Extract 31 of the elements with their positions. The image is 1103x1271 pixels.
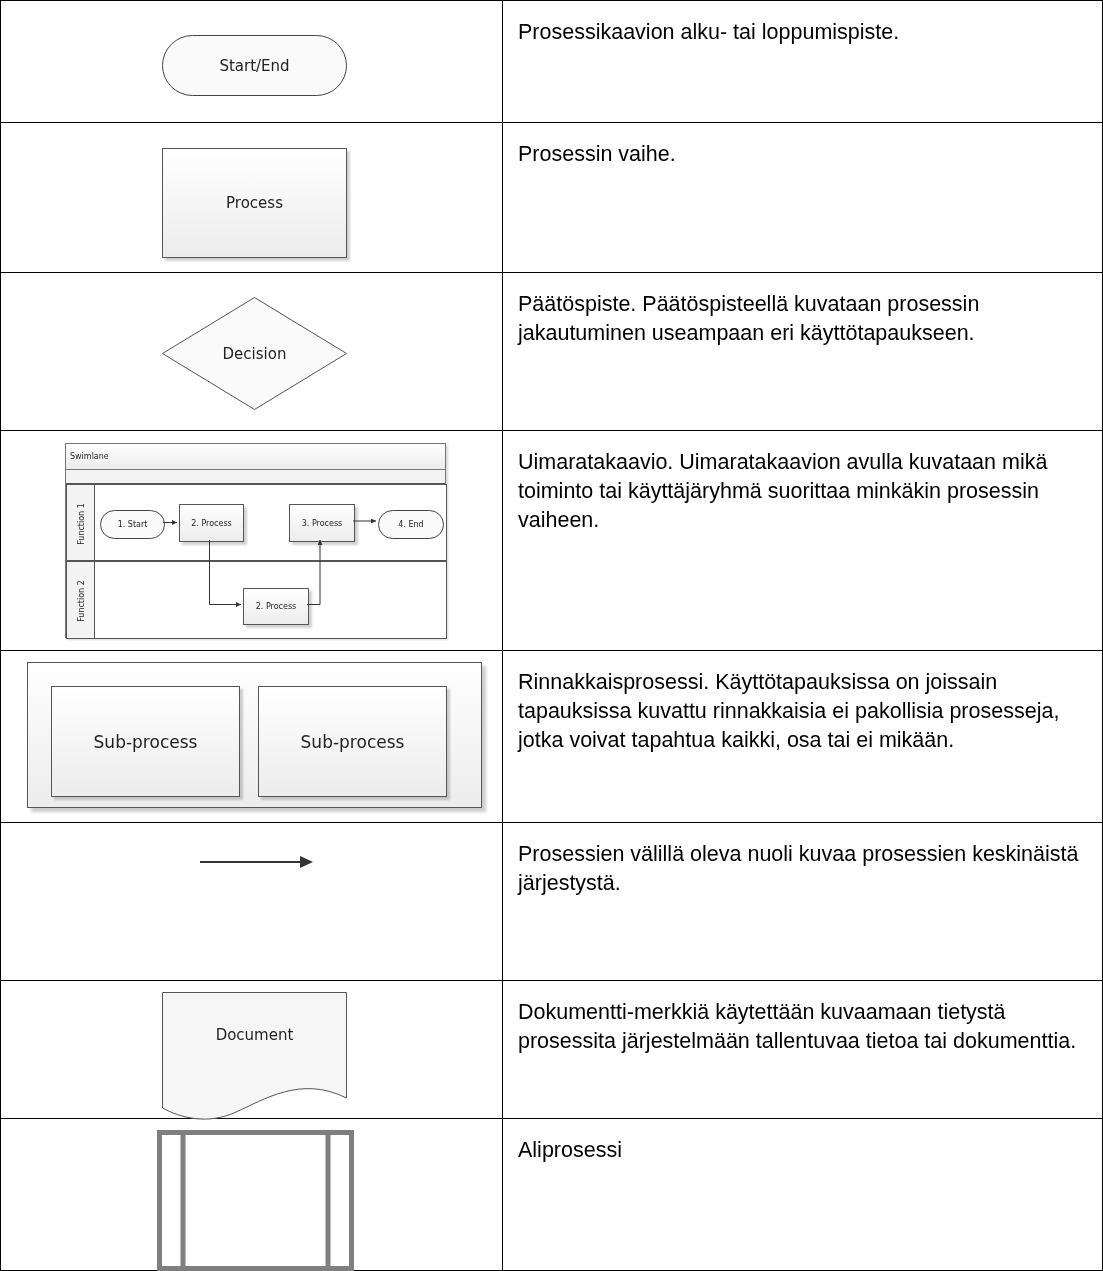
subprocess-box: Sub-process: [258, 686, 447, 797]
swimlane-lane: [66, 561, 447, 639]
swimlane-title: Swimlane: [70, 452, 109, 461]
subprocess-box: Sub-process: [51, 686, 240, 797]
process-box: 2. Process: [243, 588, 309, 625]
connector-arrow: [306, 539, 323, 605]
process-box: 3. Process: [289, 504, 355, 542]
predefined-process-box: [157, 1130, 354, 1271]
process-box: 2. Process: [179, 504, 244, 542]
connector-arrow: [162, 520, 178, 525]
terminator-shape: 1. Start: [100, 510, 165, 539]
parallel-container: [27, 662, 482, 808]
lane-label: Function 2: [76, 580, 86, 622]
decision-diamond: Decision: [162, 297, 347, 410]
connector-arrow: [209, 539, 242, 607]
description-text: Prosessien välillä oleva nuoli kuvaa prosessien keskinäistä järjestystä.: [518, 841, 1080, 897]
description-text: Prosessikaavion alku- tai loppumispiste.: [518, 19, 901, 46]
swimlane-pool: [65, 443, 446, 638]
document-shape: Document: [162, 992, 347, 1120]
description-text: Rinnakkaisprosessi. Käyttötapauksissa on joissain tapauksissa kuvattu rinnakkaisia ei pakollisia prosesseja, jotka voivat tapahtua kaikki, osa tai ei mikään.: [518, 669, 1061, 754]
lane-label: Function 1: [76, 502, 86, 545]
description-text: Dokumentti-merkkiä käytettään kuvaamaan tietystä prosessita järjestelmään tallentuvaa tietoa tai dokumenttia.: [518, 999, 1078, 1055]
description-text: Päätöspiste. Päätöspisteellä kuvataan prosessin jakautuminen useampaan eri käyttötapaukseen.: [518, 291, 981, 347]
connector-arrow: [352, 518, 377, 524]
terminator-shape: 4. End: [378, 510, 444, 539]
terminator-shape: Start/End: [162, 35, 347, 96]
description-text: Aliprosessi: [518, 1137, 623, 1164]
process-box: Process: [162, 148, 347, 258]
swimlane-lane: [66, 484, 447, 561]
description-text: Prosessin vaihe.: [518, 141, 677, 168]
description-text: Uimaratakaavio. Uimaratakaavion avulla kuvataan mikä toiminto tai käyttäjäryhmä suorittaa minkäkin prosessin vaiheen.: [518, 449, 1049, 534]
